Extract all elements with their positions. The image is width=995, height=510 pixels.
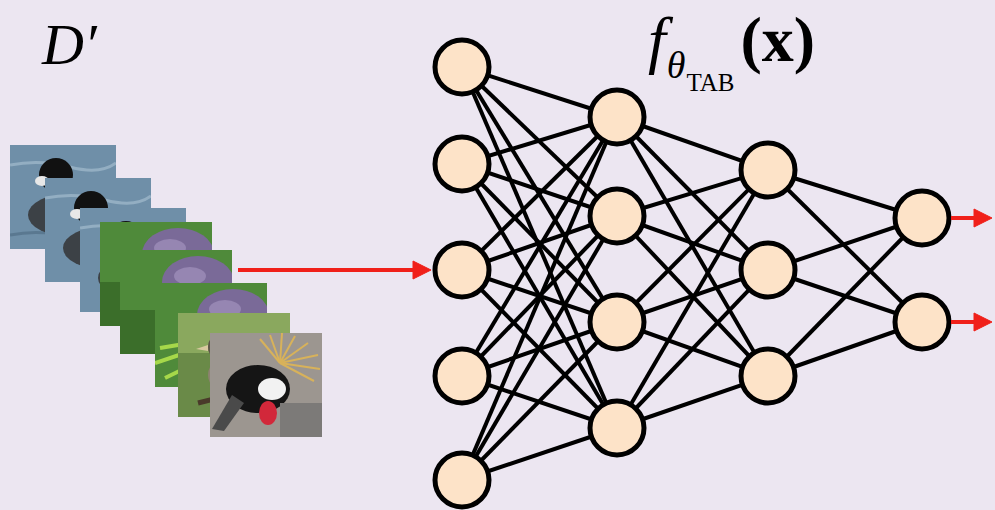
network-connection: [768, 218, 922, 376]
neuron: [590, 401, 644, 455]
neuron: [741, 349, 795, 403]
bird-photo: [210, 333, 322, 437]
dataset-symbol: D′: [42, 16, 97, 74]
arrow-head: [413, 261, 431, 279]
neuron: [895, 191, 949, 245]
neuron: [590, 90, 644, 144]
neuron: [590, 189, 644, 243]
function-argument: (x): [740, 8, 815, 72]
neuron: [435, 453, 489, 507]
arrow-head: [974, 313, 992, 331]
neuron: [435, 40, 489, 94]
neuron: [590, 295, 644, 349]
arrow-head: [974, 209, 992, 227]
subscript-text: TAB: [686, 70, 734, 95]
network-connection: [462, 322, 617, 480]
neuron: [435, 137, 489, 191]
neuron: [741, 243, 795, 297]
network-connection: [617, 270, 768, 428]
function-symbol: f: [648, 8, 666, 72]
neuron: [741, 143, 795, 197]
neuron: [895, 295, 949, 349]
neuron: [435, 349, 489, 403]
parameter-subscript: θ: [667, 46, 686, 84]
neuron: [435, 243, 489, 297]
flow-arrow: [238, 268, 417, 272]
